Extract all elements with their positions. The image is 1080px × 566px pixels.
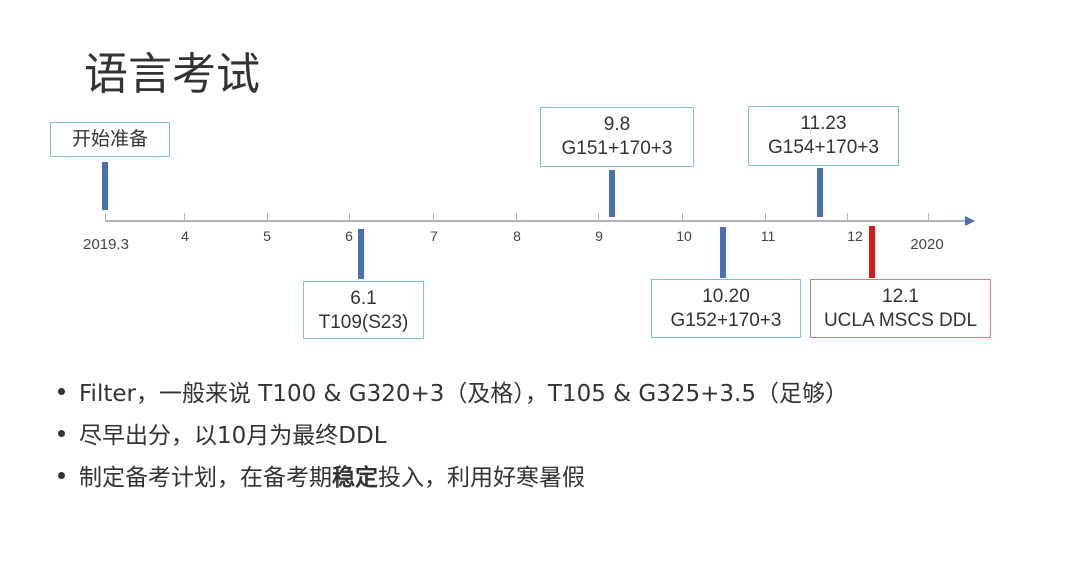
event-detail: UCLA MSCS DDL — [823, 310, 978, 331]
bullet-text: 尽早出分，以10月为最终DDL — [79, 423, 387, 449]
event-detail: T109(S23) — [318, 312, 409, 333]
event-date: 11.23 — [800, 113, 847, 134]
axis-tick — [598, 213, 599, 221]
axis-tick — [682, 213, 683, 221]
bullet-text: 制定备考计划，在备考期 — [79, 465, 332, 491]
axis-tick — [349, 213, 350, 221]
bullet-list: Filter，一般来说 T100 & G320+3（及格），T105 & G32… — [58, 370, 848, 496]
arrow-down-icon — [720, 227, 726, 278]
event-date: 9.8 — [603, 114, 631, 135]
axis-tick — [928, 213, 929, 221]
axis-tick — [184, 213, 185, 221]
axis-tick-label: 4 — [181, 228, 189, 244]
axis-tick — [516, 213, 517, 221]
bullet-icon — [58, 387, 65, 395]
axis-tick-label: 2020 — [910, 236, 944, 253]
axis-tick-label: 11 — [760, 228, 776, 244]
arrow-up-icon — [817, 168, 823, 217]
event-date: 10.20 — [702, 286, 750, 307]
event-detail: G154+170+3 — [768, 137, 879, 158]
axis-tick-label: 5 — [263, 228, 271, 244]
event-date: 12.1 — [882, 286, 919, 307]
event-start-box: 开始准备 — [50, 122, 170, 157]
arrow-up-icon — [609, 170, 615, 217]
bullet-text: Filter，一般来说 T100 & G320+3（及格），T105 & G32… — [79, 381, 848, 407]
axis-tick — [105, 213, 106, 221]
axis-tick-label: 12 — [847, 228, 863, 244]
event-label: 开始准备 — [71, 128, 148, 150]
axis-tick — [267, 213, 268, 221]
axis-tick — [847, 213, 848, 221]
axis-tick-label: 6 — [345, 228, 353, 244]
axis-tick-label: 10 — [676, 228, 692, 244]
timeline-axis — [105, 220, 967, 222]
axis-tick — [765, 213, 766, 221]
bullet-bold-text: 稳定 — [332, 465, 378, 491]
axis-tick-label: 8 — [513, 228, 521, 244]
axis-tick — [433, 213, 434, 221]
bullet-item: 尽早出分，以10月为最终DDL — [58, 412, 848, 454]
bullet-icon — [58, 429, 65, 437]
arrow-up-icon — [102, 162, 108, 210]
slide-title: 语言考试 — [84, 49, 260, 100]
bullet-item: Filter，一般来说 T100 & G320+3（及格），T105 & G32… — [58, 370, 848, 412]
bullet-item: 制定备考计划，在备考期稳定投入，利用好寒暑假 — [58, 454, 848, 496]
axis-arrow-icon — [965, 216, 975, 226]
bullet-text: 投入，利用好寒暑假 — [378, 465, 585, 491]
event-detail: G152+170+3 — [670, 310, 782, 331]
axis-tick-label: 7 — [430, 228, 438, 244]
event-detail: G151+170+3 — [561, 138, 673, 159]
event-date: 6.1 — [350, 288, 377, 309]
axis-tick-label: 9 — [595, 228, 603, 244]
axis-tick-label: 2019.3 — [83, 236, 129, 253]
arrow-down-icon — [358, 229, 364, 279]
bullet-icon — [58, 471, 65, 479]
arrow-down-red-icon — [869, 226, 875, 278]
